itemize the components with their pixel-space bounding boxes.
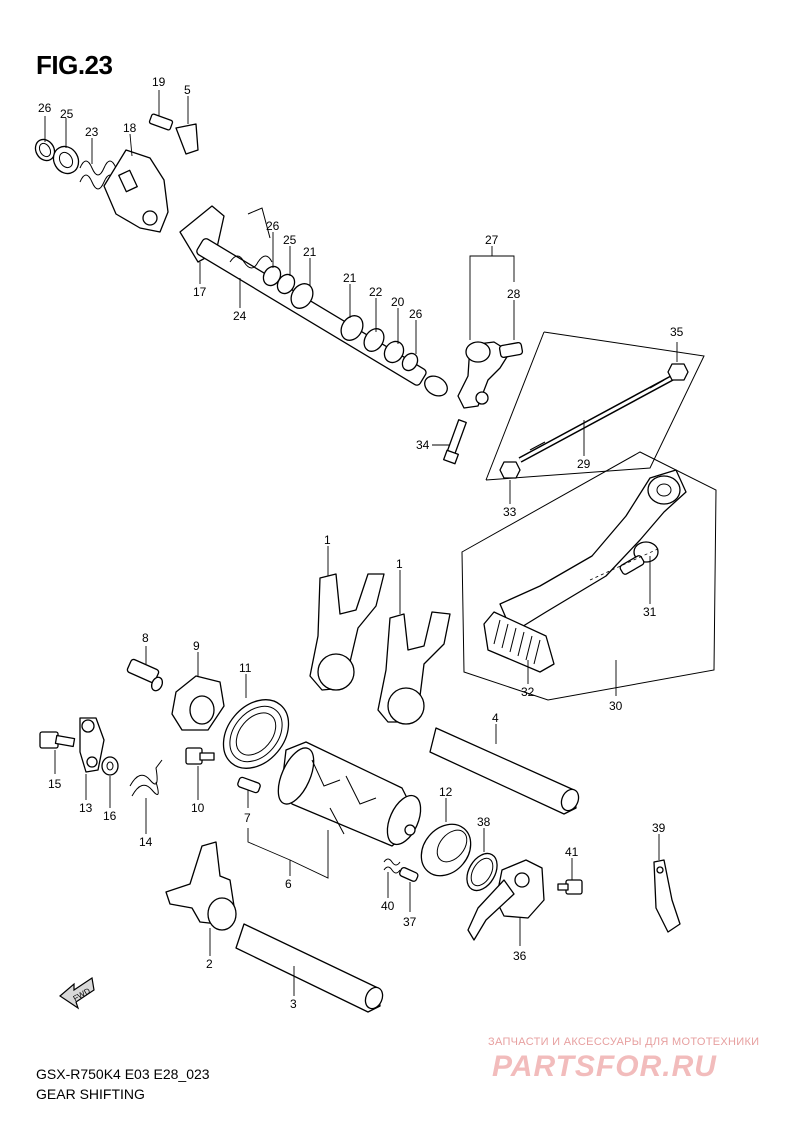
part-32-footpeg-rubber [483,611,555,673]
callout-26c: 26 [409,307,423,321]
callout-29: 29 [577,457,591,471]
callout-39: 39 [652,821,666,835]
callout-9: 9 [193,639,200,653]
part-29-shift-rod [518,375,674,463]
callout-7: 7 [244,811,251,825]
callout-18: 18 [123,121,137,135]
part-4-fork-shaft [429,727,580,815]
watermark-logo: PARTSFOR.RU [492,1050,717,1083]
fwd-direction-arrow-icon: FWD [59,976,95,1010]
part-36-gear-position-switch [467,859,545,941]
callout-40: 40 [381,899,395,913]
callout-32: 32 [521,685,535,699]
part-33-nut [499,461,521,479]
callout-25: 25 [60,107,74,121]
callout-33: 33 [503,505,517,519]
callout-35: 35 [670,325,684,339]
callout-30: 30 [609,699,623,713]
callout-12: 12 [439,785,453,799]
callout-6: 6 [285,877,292,891]
part-39-clamp [653,859,681,933]
callout-37: 37 [403,915,417,929]
part-18-plate [103,149,169,233]
part-25-washer [52,145,80,175]
watermark-caption: ЗАПЧАСТИ И АКСЕССУАРЫ ДЛЯ МОТОТЕХНИКИ [488,1036,760,1048]
part-2-shift-fork [165,841,237,931]
callout-23: 23 [85,125,99,139]
callout-24: 24 [233,309,247,323]
lever-axis-dashline [589,547,661,581]
callout-31: 31 [643,605,657,619]
callout-21b: 21 [343,271,357,285]
callout-1b: 1 [396,557,403,571]
part-12-needle-bearing [420,823,472,877]
part-19-bolt [148,113,174,131]
leader-lines [44,90,678,996]
callout-27: 27 [485,233,499,247]
callout-21: 21 [303,245,317,259]
part-7-pin [237,776,261,794]
callout-19: 19 [152,75,166,89]
part-5-bracket [175,123,199,155]
part-13-stopper-arm [79,717,105,773]
part-10-bolt [185,747,215,765]
part-34-bolt [443,419,467,465]
callout-36: 36 [513,949,527,963]
part-3-fork-shaft [235,923,384,1013]
lever-group-frame [461,451,717,701]
callout-1a: 1 [324,533,331,547]
part-35-nut [667,363,689,381]
callout-28: 28 [507,287,521,301]
part-9-cam-stopper-plate [171,675,225,731]
parts-21-22-20-26-rings [262,265,419,372]
callout-25b: 25 [283,233,297,247]
callout-17: 17 [193,285,207,299]
part-40-spring [383,858,401,874]
callout-22: 22 [369,285,383,299]
part-1-shift-fork-a [309,573,385,691]
callout-38: 38 [477,815,491,829]
callout-26: 26 [38,101,52,115]
callout-4: 4 [492,711,499,725]
part-41-bolt [557,879,583,895]
callout-3: 3 [290,997,297,1011]
callout-8: 8 [142,631,149,645]
part-30-shift-lever [499,469,687,629]
callout-26b: 26 [266,219,280,233]
callout-10: 10 [191,801,205,815]
callout-41: 41 [565,845,579,859]
callout-16: 16 [103,809,117,823]
figure-title: FIG.23 [36,50,113,80]
part-1-shift-fork-b [377,611,451,725]
callout-13: 13 [79,801,93,815]
part-26-circlip [34,138,56,162]
part-11-bearing [222,699,290,769]
callout-2: 2 [206,957,213,971]
part-15-bolt [39,731,76,749]
callout-11: 11 [239,661,252,675]
part-16-washer [101,756,119,776]
rod-group-frame [485,331,705,481]
callout-14: 14 [139,835,153,849]
callout-numbers: 26 25 23 18 19 5 17 24 26 25 21 21 22 20… [38,75,684,1011]
part-38-oring [466,852,498,892]
part-14-spring [129,759,163,797]
diagram-code: GSX-R750K4 E03 E28_023 [36,1066,210,1082]
callout-5: 5 [184,83,191,97]
diagram-description: GEAR SHIFTING [36,1086,145,1102]
callout-20: 20 [391,295,405,309]
part-8-pin [126,658,164,692]
callout-34: 34 [416,438,430,452]
part-28-shift-arm [457,341,524,409]
part-6-gearshift-cam [277,741,422,847]
part-24-return-spring [229,207,273,269]
callout-15: 15 [48,777,62,791]
part-37-pin [399,866,419,882]
